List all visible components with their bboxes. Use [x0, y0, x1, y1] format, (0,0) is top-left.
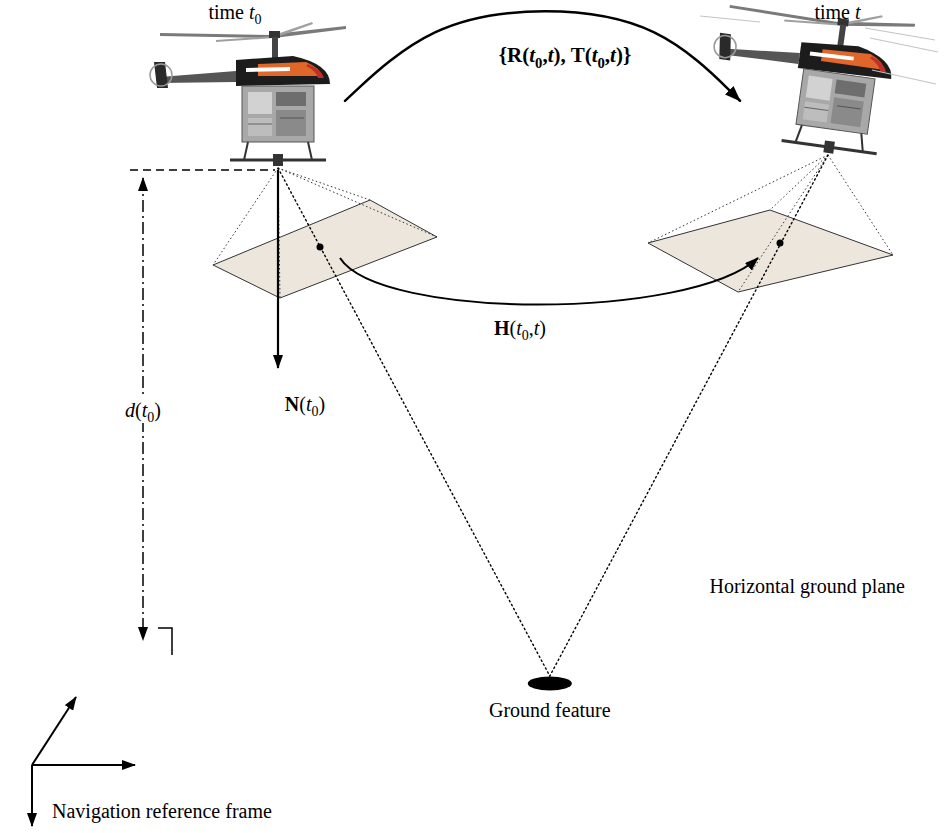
image-plane-t-part — [648, 210, 893, 292]
helicopter-t-part — [700, 16, 938, 84]
frame-label-holder: Navigation reference frame — [52, 799, 272, 823]
text-run: t — [548, 43, 554, 67]
helicopter-node: time t0 — [155, 0, 345, 168]
frame-label: Navigation reference frame — [52, 799, 272, 823]
sight-line — [550, 155, 828, 676]
text-run: 0 — [522, 328, 529, 343]
text-run: T — [571, 43, 585, 67]
image-plane-t0 — [213, 168, 437, 298]
homography-arrow — [340, 258, 758, 305]
text-run: t — [529, 43, 535, 67]
height-indicator — [130, 170, 275, 655]
homography-label: H(t0,t) — [494, 316, 546, 340]
image-plane-t0-part — [213, 168, 437, 298]
text-run: ) — [539, 317, 546, 339]
node-text: time t0 — [208, 0, 261, 24]
height-label: d(t0) — [122, 397, 164, 423]
text-run: ), — [554, 43, 571, 67]
text-run: )} — [616, 43, 631, 67]
height-label-holder: d(t0) — [122, 397, 164, 423]
node-text: time t — [814, 0, 860, 24]
image-plane-t-part — [777, 240, 784, 247]
text-run: ) — [319, 393, 326, 415]
text-run: , — [529, 317, 534, 339]
text-run: t — [516, 317, 522, 339]
text-run: { — [499, 43, 507, 67]
text-run: 0 — [255, 12, 262, 27]
text-run: 0 — [147, 410, 154, 425]
text-run: ) — [154, 399, 161, 421]
text-run: , — [605, 43, 610, 67]
text-run: t — [249, 1, 255, 23]
text-run: ( — [135, 399, 142, 421]
helicopter-t — [700, 0, 938, 162]
text-run: , — [542, 43, 547, 67]
helicopter-node: time t — [740, 0, 915, 155]
text-run: ( — [522, 43, 529, 67]
image-plane-t — [648, 155, 893, 292]
image-plane-t-part — [648, 155, 893, 292]
ground-plane-shape — [32, 570, 930, 765]
edge-label: {R(t0,t), T(t0,t)} — [499, 43, 631, 68]
text-run: 0 — [598, 55, 605, 71]
text-run: R — [507, 43, 522, 67]
text-run: ( — [299, 393, 306, 415]
helicopter-t-part — [702, 0, 916, 162]
text-run: ( — [585, 43, 592, 67]
normal-label: N(t0) — [285, 392, 325, 416]
helicopter-t0-part — [150, 22, 346, 166]
text-run: d — [125, 399, 135, 421]
normal-arrow-part — [277, 170, 279, 368]
ground-plane-outline — [32, 570, 930, 765]
homography-label-holder: H(t0,t) — [494, 316, 546, 340]
text-run: t — [142, 399, 148, 421]
ground-feature-mark — [528, 677, 572, 691]
edge-label-holder: {R(t0,t), T(t0,t)} — [499, 43, 631, 68]
text-run: 0 — [312, 404, 319, 419]
text-run: H — [494, 317, 510, 339]
text-run: 0 — [535, 55, 542, 71]
text-run: Navigation reference frame — [52, 800, 272, 822]
normal-label-holder: N(t0) — [285, 392, 325, 416]
reference-axes-part — [31, 765, 33, 826]
motion-arrow — [345, 11, 740, 100]
text-run: time — [814, 1, 855, 23]
text-run: t — [610, 43, 616, 67]
text-run: N — [285, 393, 299, 415]
text-run: t — [534, 317, 540, 339]
text-run: ( — [510, 317, 517, 339]
text-run: Ground feature — [489, 699, 611, 721]
normal-arrow — [278, 170, 279, 368]
text-run: t — [592, 43, 598, 67]
reference-axes-part — [32, 697, 76, 765]
ground-plane: Horizontal ground planeGround feature — [32, 570, 930, 765]
reference-axes-part — [32, 764, 135, 766]
text-run: t — [306, 393, 312, 415]
ground-feature: Ground feature — [485, 676, 615, 722]
height-indicator-part — [130, 169, 275, 171]
ground-feature-shape — [485, 676, 615, 691]
text-run: time — [208, 1, 249, 23]
node-text: Horizontal ground plane — [710, 574, 906, 598]
homography-arrow-part — [340, 258, 758, 305]
node-text: Ground feature — [489, 698, 611, 722]
text-run: t — [855, 1, 861, 23]
text-run: Horizontal ground plane — [710, 575, 906, 597]
height-indicator-part — [158, 628, 172, 655]
sight-line — [278, 168, 550, 676]
helicopter-t0 — [150, 22, 346, 166]
